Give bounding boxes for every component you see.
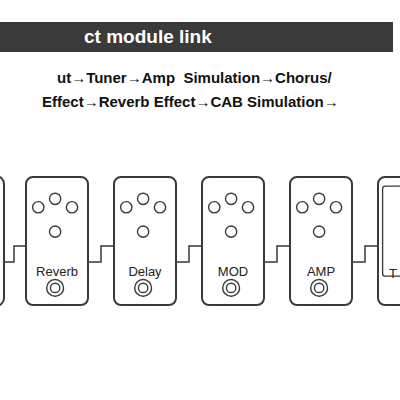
knob <box>226 226 237 237</box>
pedal-label: T <box>389 266 397 281</box>
effect-pedal: Delay <box>113 176 177 306</box>
tuner-display <box>383 186 400 276</box>
patch-cable <box>177 246 201 262</box>
pedal-art <box>291 178 351 304</box>
pedal-art <box>379 178 400 304</box>
title-text: ct module link <box>84 26 212 48</box>
knob <box>66 202 77 213</box>
knob <box>33 202 44 213</box>
footswitch-cap <box>314 283 323 292</box>
knob <box>297 202 308 213</box>
knob <box>138 226 149 237</box>
effect-pedal: Reverb <box>25 176 89 306</box>
effect-pedal: AMP <box>289 176 353 306</box>
knob <box>330 202 341 213</box>
knob <box>50 226 61 237</box>
patch-cable <box>353 246 377 262</box>
knob <box>138 193 149 204</box>
footswitch <box>223 279 240 296</box>
chain-text: Effect→Reverb Effect→CAB Simulation→ <box>42 93 339 110</box>
chain-text: ut→Tuner→Amp Simulation→Chorus/ <box>57 69 332 86</box>
footswitch-cap <box>226 283 235 292</box>
effect-pedal: MOD <box>201 176 265 306</box>
footswitch-cap <box>138 283 147 292</box>
knob <box>314 226 325 237</box>
pedal-label: MOD <box>203 264 263 279</box>
knob <box>226 193 237 204</box>
pedal-art <box>27 178 87 304</box>
footswitch <box>311 279 328 296</box>
patch-cable <box>4 246 25 262</box>
knob <box>50 193 61 204</box>
pedal-label: AMP <box>291 264 351 279</box>
footswitch <box>135 279 152 296</box>
partial-pedal <box>0 176 4 306</box>
tuner-pedal: T <box>377 176 400 306</box>
knob <box>154 202 165 213</box>
footswitch <box>47 279 64 296</box>
knob <box>209 202 220 213</box>
pedal-art <box>115 178 175 304</box>
pedal-label: Delay <box>115 264 175 279</box>
knob <box>314 193 325 204</box>
patch-cable <box>89 246 113 262</box>
pedal-art <box>203 178 263 304</box>
pedal-label: Reverb <box>27 264 87 279</box>
knob <box>121 202 132 213</box>
patch-cable <box>265 246 289 262</box>
footswitch-cap <box>50 283 59 292</box>
knob <box>242 202 253 213</box>
